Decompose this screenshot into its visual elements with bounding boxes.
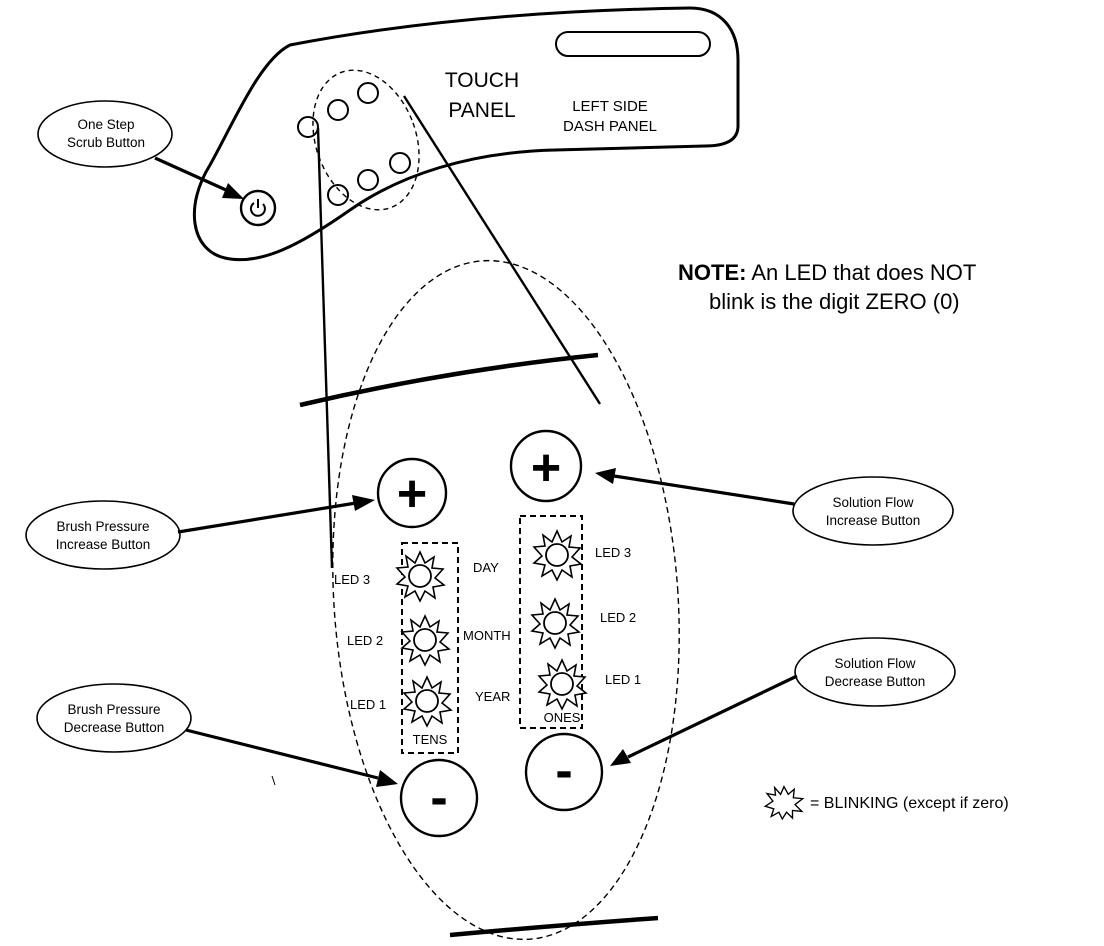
note-label: NOTE:: [678, 260, 746, 285]
plus-icon: +: [531, 439, 561, 497]
note-line1-text: An LED that does NOT: [746, 260, 976, 285]
dash-panel-label: DASH PANEL: [563, 118, 657, 135]
blinking-legend-label: = BLINKING (except if zero): [810, 795, 1009, 812]
callout-solution-decrease-line2: Decrease Button: [825, 674, 926, 689]
month-label: MONTH: [463, 628, 511, 643]
arrow-solution-decrease: [610, 674, 798, 766]
callout-one-step-line2: Scrub Button: [67, 135, 145, 150]
year-label: YEAR: [475, 689, 510, 704]
callout-brush-increase: [25, 500, 181, 570]
right-led2-starburst-icon: [531, 598, 580, 649]
callout-one-step-line1: One Step: [77, 117, 134, 132]
power-icon: [249, 202, 266, 217]
zoom-dashed-ellipse: [332, 259, 680, 941]
callout-brush-decrease: [36, 683, 192, 753]
callout-solution-decrease-line1: Solution Flow: [834, 656, 915, 671]
left-led3-label: LED 3: [334, 572, 370, 587]
brush-pressure-decrease-button[interactable]: [399, 758, 479, 838]
zoom-line-left: [316, 127, 334, 569]
right-led3-label: LED 3: [595, 545, 631, 560]
tens-label: TENS: [413, 732, 448, 747]
callout-solution-increase: [792, 476, 954, 546]
zoom-line-right: [402, 95, 602, 405]
left-led2-label: LED 2: [347, 633, 383, 648]
left-led2-starburst-icon: [401, 615, 450, 666]
callout-one-step-scrub: [37, 100, 173, 168]
callout-solution-increase-line2: Increase Button: [826, 513, 921, 528]
note-line1: NOTE: An LED that does NOT: [678, 260, 976, 285]
callout-brush-decrease-line1: Brush Pressure: [67, 702, 160, 717]
callout-brush-increase-line1: Brush Pressure: [56, 519, 149, 534]
solution-flow-decrease-button[interactable]: [524, 732, 604, 812]
blinking-legend-icon: [763, 785, 805, 821]
day-label: DAY: [473, 560, 499, 575]
callout-solution-decrease: [794, 637, 956, 707]
plus-icon: +: [397, 465, 427, 523]
left-led1-label: LED 1: [350, 697, 386, 712]
panel-led-circle: [327, 99, 349, 121]
stray-mark: [271, 775, 276, 786]
ones-label: ONES: [544, 710, 581, 725]
panel-label: PANEL: [448, 99, 515, 122]
panel-slot: [555, 31, 711, 57]
panel-led-circle: [357, 82, 379, 104]
arrow-one-step: [154, 156, 244, 199]
panel-led-circle: [327, 184, 349, 206]
arrow-brush-increase: [177, 495, 375, 534]
callout-brush-increase-line2: Increase Button: [56, 537, 151, 552]
right-led3-starburst-icon: [533, 530, 582, 581]
left-led1-starburst-icon: [403, 676, 452, 727]
arrow-brush-decrease: [185, 728, 398, 787]
right-led1-starburst-icon: [538, 659, 587, 710]
left-led3-starburst-icon: [396, 551, 445, 602]
callout-brush-decrease-line2: Decrease Button: [64, 720, 165, 735]
right-led1-label: LED 1: [605, 672, 641, 687]
panel-led-circle: [297, 116, 319, 138]
arrow-solution-increase: [595, 468, 795, 506]
brush-pressure-increase-button[interactable]: [376, 457, 448, 529]
minus-icon: -: [430, 769, 447, 827]
right-led2-label: LED 2: [600, 610, 636, 625]
tens-led-box: [401, 542, 459, 754]
callout-solution-increase-line1: Solution Flow: [832, 495, 913, 510]
touch-label: TOUCH: [445, 69, 519, 92]
panel-led-circle: [357, 169, 379, 191]
solution-flow-increase-button[interactable]: [509, 429, 583, 503]
minus-icon: -: [555, 742, 572, 800]
ones-led-box: [519, 515, 583, 729]
left-side-label: LEFT SIDE: [572, 98, 648, 115]
break-line-top: [299, 352, 599, 408]
panel-led-circle: [389, 152, 411, 174]
break-line-bottom: [449, 915, 659, 938]
note-line2: blink is the digit ZERO (0): [709, 289, 960, 314]
dash-panel-outline: [192, 6, 740, 262]
